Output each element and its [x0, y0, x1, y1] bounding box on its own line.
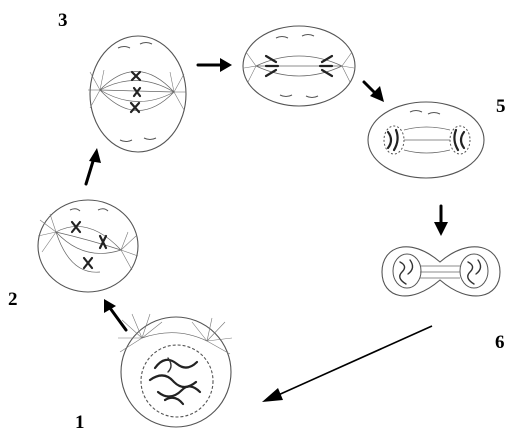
- cell-prometaphase: [38, 200, 138, 292]
- stage-label-3: 3: [58, 10, 68, 31]
- arrow-2-to-3: [86, 148, 101, 184]
- stage-label-2: 2: [8, 289, 18, 310]
- stage-label-6: 6: [495, 332, 505, 353]
- arrow-6-to-1: [262, 326, 432, 402]
- arrow-3-to-4: [198, 58, 232, 72]
- arrow-1-to-2: [104, 299, 126, 330]
- stage-label-1: 1: [75, 412, 85, 433]
- stage-label-5: 5: [496, 96, 506, 117]
- cell-cytokinesis: [382, 247, 500, 296]
- cell-anaphase: [243, 26, 355, 106]
- cell-metaphase: [88, 36, 186, 152]
- cell-telophase: [368, 102, 484, 178]
- arrow-4-to-5: [364, 82, 384, 102]
- arrow-5-to-6: [434, 206, 448, 236]
- cell-prophase: [118, 314, 232, 427]
